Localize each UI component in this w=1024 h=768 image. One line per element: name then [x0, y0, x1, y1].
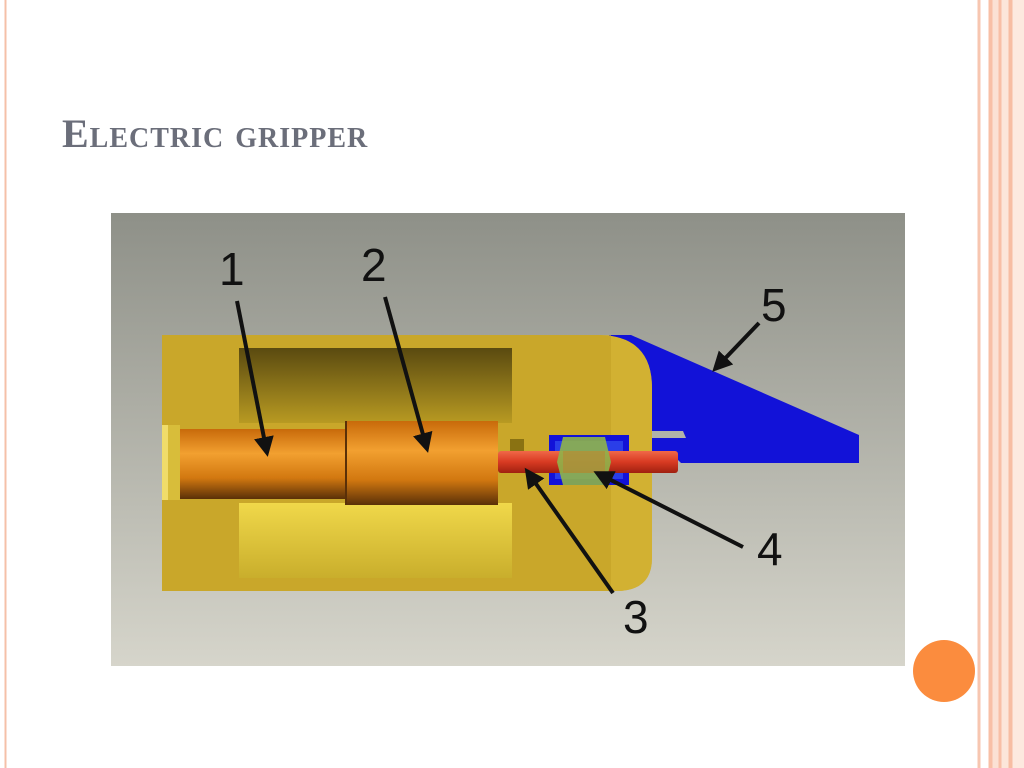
- callout-5: 5: [712, 279, 787, 372]
- callout-label-5: 5: [761, 279, 787, 331]
- left-border-decoration: [0, 0, 10, 768]
- callout-4: 4: [593, 471, 783, 575]
- callout-3: 3: [524, 467, 649, 643]
- gripper-finger: [609, 335, 859, 463]
- slide-nav-circle[interactable]: [913, 640, 975, 702]
- callout-label-1: 1: [219, 243, 245, 295]
- gripper-diagram: 1 2 3 4 5: [111, 213, 905, 666]
- callout-1: 1: [219, 243, 274, 457]
- upper-cavity: [239, 348, 512, 423]
- callout-label-4: 4: [757, 523, 783, 575]
- right-border-decoration: [972, 0, 1024, 768]
- callout-label-3: 3: [623, 591, 649, 643]
- callout-2: 2: [361, 239, 433, 453]
- lower-cavity: [239, 503, 512, 578]
- callout-label-2: 2: [361, 239, 387, 291]
- slide-title: Electric gripper: [62, 111, 369, 156]
